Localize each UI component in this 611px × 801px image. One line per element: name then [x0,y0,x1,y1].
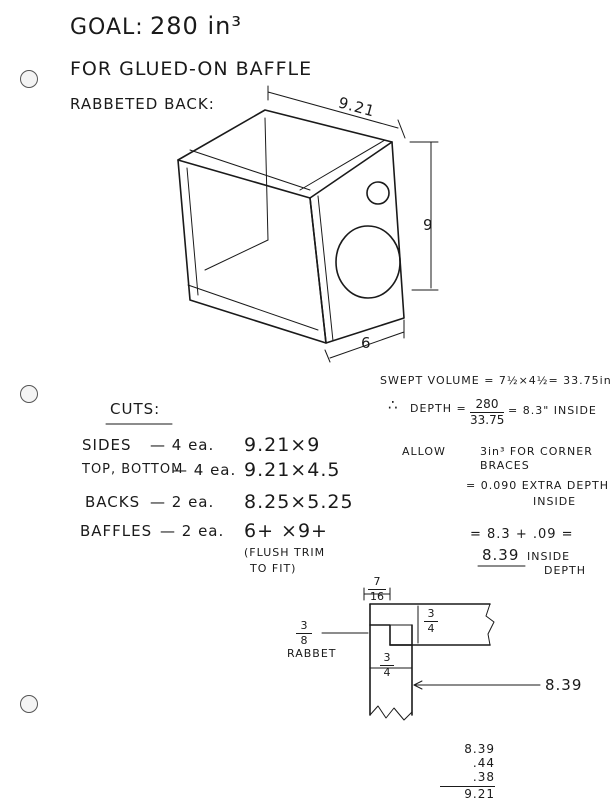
tweeter-hole [366,181,390,205]
addend: 8.39 [464,742,495,756]
allow-text-1: 3in³ FOR CORNER [480,445,593,458]
height-label: 9 [423,216,434,234]
cut-dims: 6+ ×9+ [244,520,328,542]
sum-inside: INSIDE [527,550,571,563]
depth-result: = 8.3" INSIDE [508,404,597,417]
depth-dimension [329,331,405,359]
subtitle-baffle: FOR GLUED-ON BAFFLE [70,58,313,80]
box-top-edges [177,109,393,161]
addend: .38 [472,770,495,784]
cut-qty: — 2 ea. [160,522,225,540]
flush-trim-note-2: TO FIT) [250,562,297,575]
cut-part: TOP, BOTTOM [82,462,184,477]
left-frac-den: 8 [300,634,308,648]
addition-column: 8.39 .44 .38 9.21 [440,742,495,801]
therefore-symbol: ∴ [388,396,399,414]
cut-dims: 9.21×4.5 [244,459,341,481]
cuts-title: CUTS: [110,400,161,418]
bottom-frac-num: 3 [383,651,391,664]
sum-result: 8.39 [482,546,520,564]
extra-depth-2: INSIDE [533,495,577,508]
binder-hole-middle [20,385,38,403]
addend: .44 [472,756,495,770]
binder-hole-top [20,70,38,88]
cut-qty: — 4 ea. [150,436,215,454]
cut-part: BAFFLES [80,522,153,540]
rabbet-label: RABBET [287,647,337,660]
cut-qty: — 4 ea. [172,461,237,479]
cut-qty: — 2 ea. [150,493,215,511]
goal-value: 280 in³ [150,12,242,40]
binder-hole-bottom [20,695,38,713]
top-frac-num: 7 [373,575,381,588]
cut-part: SIDES [82,436,132,454]
sum-depth: DEPTH [544,564,587,577]
allow-label: ALLOW [402,445,446,458]
sum-line: = 8.3 + .09 = [470,527,574,542]
depth-numerator: 280 [475,397,499,411]
left-frac-num: 3 [300,619,308,632]
addition-total: 9.21 [440,786,495,801]
depth-callout: 8.39 [545,676,583,694]
depth-label: 6 [361,334,372,352]
swept-volume: SWEPT VOLUME = 7½×4½= 33.75in³ [380,374,611,387]
width-dimension [267,91,399,129]
depth-denominator: 33.75 [470,413,505,428]
woofer-hole [335,225,401,299]
top-frac-den: 16 [370,590,384,604]
flush-trim-note-1: (FLUSH TRIM [244,546,326,559]
extra-depth-1: = 0.090 EXTRA DEPTH [466,479,609,492]
box-left-face [177,159,327,344]
bottom-frac-den: 4 [383,666,391,680]
cut-part: BACKS [85,493,141,511]
depth-fraction: 280 33.75 [470,397,505,428]
cut-dims: 9.21×9 [244,434,321,456]
goal-label: GOAL: [70,15,144,40]
right-frac-num: 3 [427,607,435,620]
cut-dims: 8.25×5.25 [244,491,354,513]
allow-text-2: BRACES [480,459,530,472]
right-frac-den: 4 [427,622,435,636]
depth-label-calc: DEPTH = [410,402,467,415]
subtitle-rabbeted: RABBETED BACK: [70,95,215,113]
